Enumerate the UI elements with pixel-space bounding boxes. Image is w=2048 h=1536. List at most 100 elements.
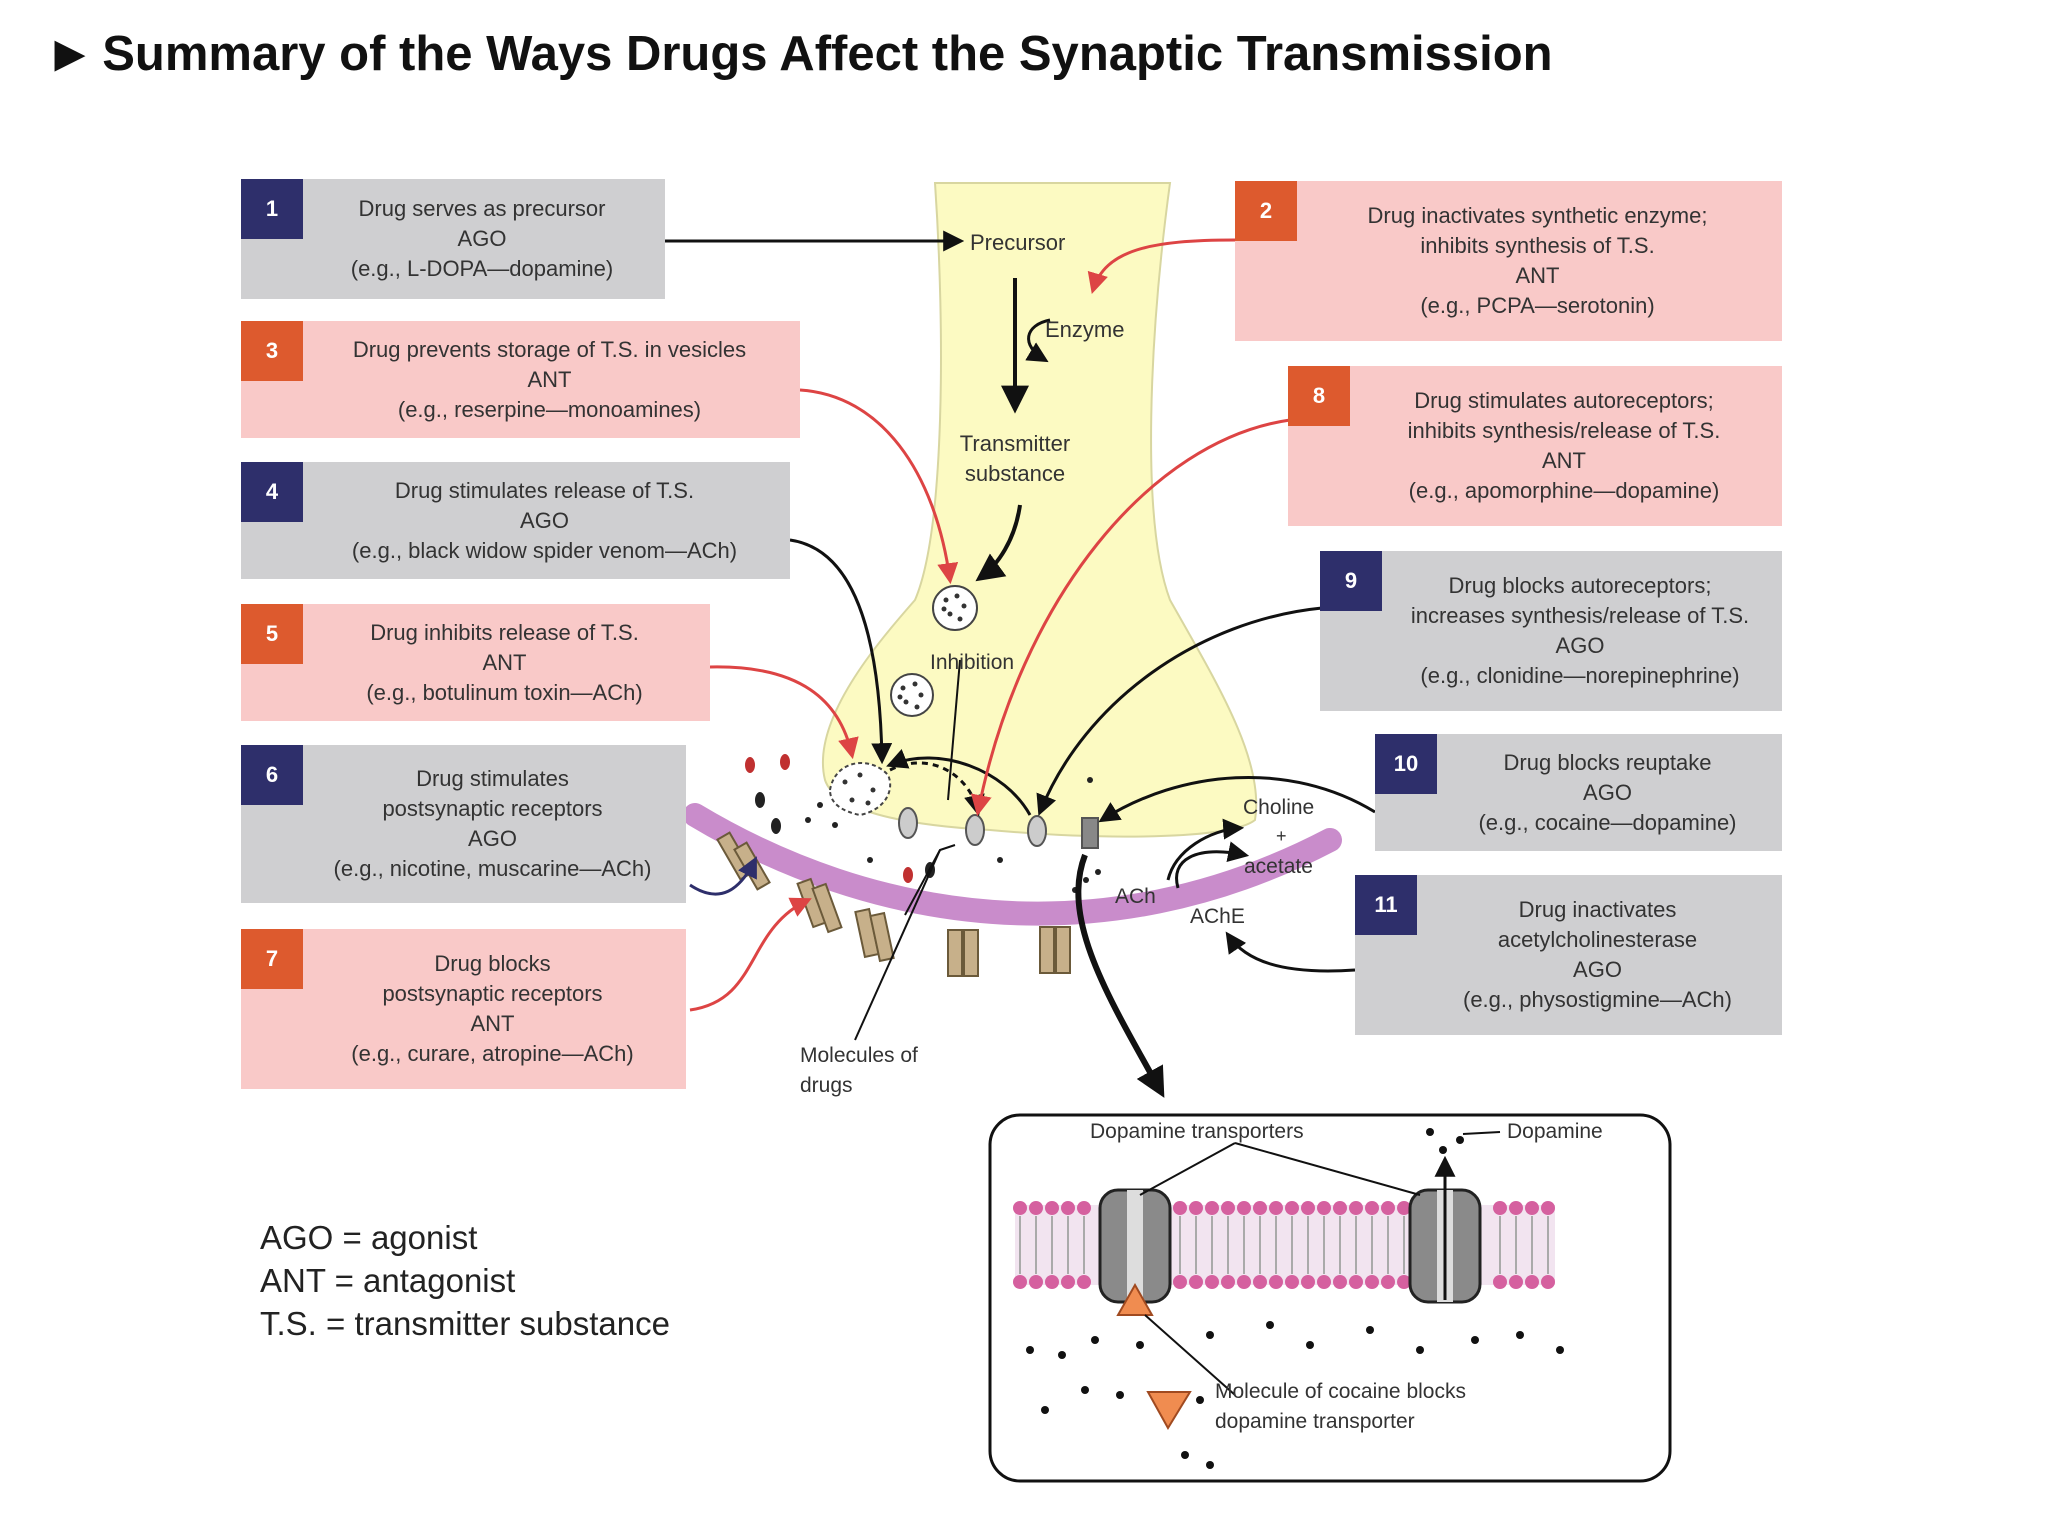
box-line: ANT [527,366,572,392]
legend-item: T.S. = transmitter substance [260,1305,670,1342]
number-badge: 5 [241,604,303,664]
inset-dopamine-transporter: Dopamine transporters Dopamine Molecule … [988,1113,1672,1483]
lipid-head [1077,1275,1091,1289]
lipid-head [1493,1201,1507,1215]
label-plus: + [1276,826,1287,846]
lipid-head [1077,1201,1091,1215]
postsynaptic-membrane [683,803,1342,926]
box-line: ANT [1515,263,1560,288]
label-transmitter-2: substance [965,461,1065,486]
lipid-head [1221,1201,1235,1215]
label-choline: Choline [1243,796,1314,819]
arrow-box4 [789,538,893,765]
box-line: (e.g., nicotine, muscarine—ACh) [333,856,652,881]
lipid-head [1509,1275,1523,1289]
arrow-zoom [1075,853,1165,1098]
arrow-box3 [799,388,959,585]
title-text: Summary of the Ways Drugs Affect the Syn… [102,27,1553,81]
lipid-head [1317,1201,1331,1215]
lipid-head [1525,1275,1539,1289]
presynaptic-terminal [822,182,1258,838]
box-line: Drug inactivates [1518,897,1677,922]
receptor [869,911,895,963]
fusing-vesicle [828,762,892,817]
autoreceptor [898,807,918,839]
box-line: increases synthesis/release of T.S. [1410,603,1750,628]
lipid-head [1381,1201,1395,1215]
label-cocaine-1: Molecule of cocaine blocks [1215,1380,1466,1403]
abbreviation-legend: AGO = agonist ANT = antagonist T.S. = tr… [260,1216,670,1345]
lipid-head [1333,1275,1347,1289]
receptor [963,929,979,977]
lipid-head [1397,1275,1411,1289]
lipid-head [1493,1275,1507,1289]
box-line: Drug inactivates synthetic enzyme; [1367,203,1708,228]
cocaine-molecule-free [1146,1391,1192,1430]
lipid-head [1221,1275,1235,1289]
arrow-box9 [1036,606,1323,816]
arrow-choline [1166,818,1245,881]
arrow-box11 [1225,931,1356,973]
lipid-head [1525,1201,1539,1215]
mechanism-box-8: 8 Drug stimulates autoreceptors;inhibits… [1288,366,1782,526]
lipid-head [1365,1201,1379,1215]
label-cocaine-2: dopamine transporter [1215,1410,1415,1433]
label-ach: ACh [1115,885,1156,908]
lipid-head [1253,1201,1267,1215]
label-inhibition: Inhibition [930,651,1014,674]
arrow-box8 [970,418,1291,817]
lipid-head [1381,1275,1395,1289]
lipid-head [1509,1201,1523,1215]
arrow-enzyme-curl [1025,318,1051,363]
box-line: (e.g., L-DOPA—dopamine) [350,256,614,281]
number-badge: 10 [1375,734,1437,794]
label-molecules-1: Molecules of [800,1044,918,1067]
label-dopamine: Dopamine [1507,1120,1603,1143]
label-enzyme: Enzyme [1045,317,1124,342]
transporter-left-channel [1127,1190,1143,1302]
arrow-transmitter-vesicle [975,504,1022,582]
lipid-head [1333,1201,1347,1215]
legend-item: AGO = agonist [260,1219,478,1256]
lipid-head [1173,1275,1187,1289]
mechanism-box-2: 2 Drug inactivates synthetic enzyme;inhi… [1235,181,1782,341]
box-line: (e.g., apomorphine—dopamine) [1408,478,1720,503]
receptor [811,882,843,934]
drug-pointer [904,844,956,916]
box-line: (e.g., PCPA—serotonin) [1420,293,1655,318]
box-line: ANT [482,649,527,675]
lipid-head [1189,1201,1203,1215]
lipid-head [1029,1201,1043,1215]
label-molecules-2: drugs [800,1074,853,1097]
lipid-head [1301,1201,1315,1215]
inset-lipid-heads [1013,1201,1555,1289]
lipid-head [1269,1275,1283,1289]
label-acetate: acetate [1244,855,1313,878]
box-line: Drug prevents storage of T.S. in vesicle… [352,336,747,362]
box-line: Drug stimulates release of T.S. [394,477,695,503]
lipid-head [1237,1275,1251,1289]
pointer-transporters-right [1234,1142,1421,1196]
lipid-head [1541,1201,1555,1215]
lipid-head [1013,1275,1027,1289]
box-line: acetylcholinesterase [1497,927,1698,952]
lipid-head [1269,1201,1283,1215]
box-line: Drug inhibits release of T.S. [370,619,639,645]
vesicle [890,673,934,717]
lipid-head [1173,1201,1187,1215]
box-line: AGO [520,507,569,533]
box-line: inhibits synthesis/release of T.S. [1407,418,1721,443]
lipid-head [1285,1275,1299,1289]
lipid-head [1317,1275,1331,1289]
pointer-cocaine [1144,1314,1236,1396]
vesicle [932,585,978,631]
box-line: AGO [468,826,517,851]
lipid-head [1205,1201,1219,1215]
vesicles [828,585,978,817]
number-badge: 1 [241,179,303,239]
box-line: (e.g., curare, atropine—ACh) [351,1041,634,1066]
arrow-box5 [709,665,859,760]
